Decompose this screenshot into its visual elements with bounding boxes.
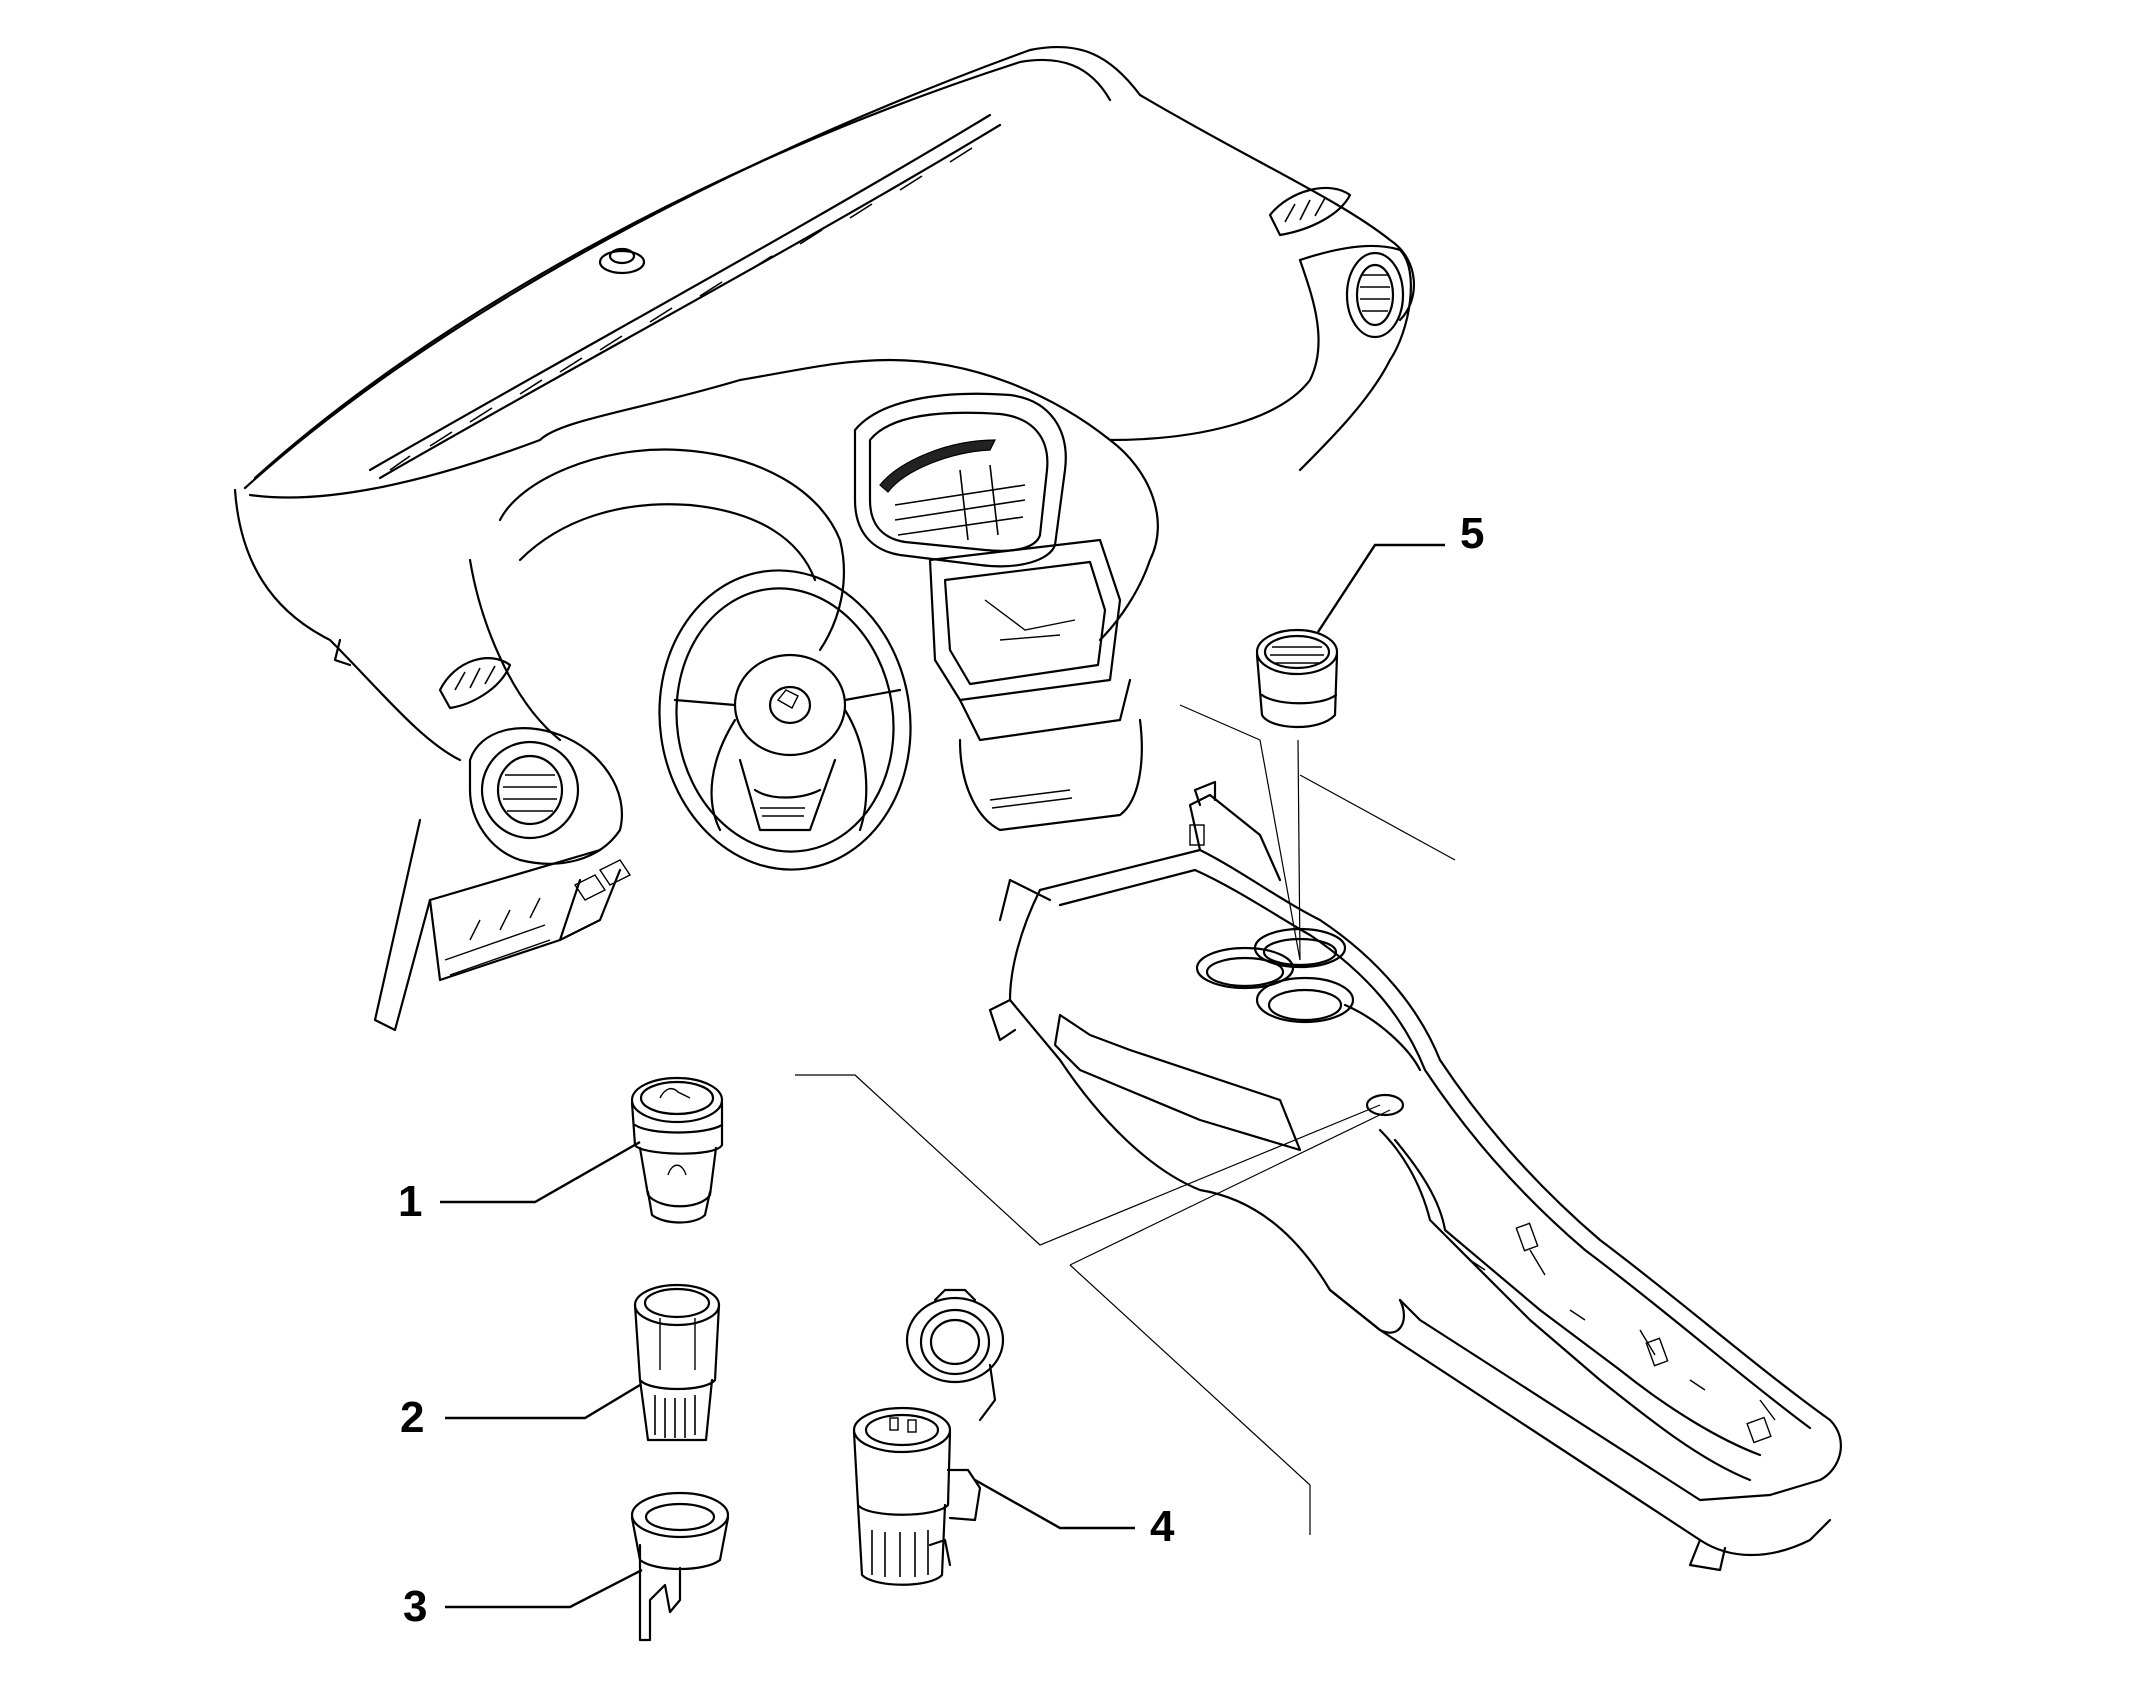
part-1-cigar-lighter-plug bbox=[630, 1076, 724, 1224]
part-2-lighter-socket bbox=[633, 1283, 721, 1442]
dashboard-assembly bbox=[233, 45, 1416, 1032]
callout-3: 3 bbox=[403, 1582, 428, 1631]
leader-3 bbox=[445, 1568, 643, 1609]
part-5-cup-holder-insert bbox=[1255, 628, 1339, 729]
leader-lines bbox=[440, 543, 1445, 1609]
part-4-power-socket bbox=[852, 1288, 1005, 1586]
leader-5 bbox=[1316, 543, 1445, 633]
callout-2: 2 bbox=[400, 1393, 425, 1442]
callout-4: 4 bbox=[1150, 1502, 1175, 1551]
callout-5: 5 bbox=[1460, 509, 1485, 558]
callout-1: 1 bbox=[398, 1177, 423, 1226]
leader-2 bbox=[445, 1383, 641, 1420]
leader-1 bbox=[440, 1140, 641, 1204]
part-3-socket-bracket bbox=[630, 1491, 730, 1642]
projection-lines bbox=[795, 704, 1456, 1535]
leader-4 bbox=[974, 1478, 1135, 1530]
center-console bbox=[988, 780, 1842, 1572]
steering-wheel bbox=[658, 569, 912, 871]
